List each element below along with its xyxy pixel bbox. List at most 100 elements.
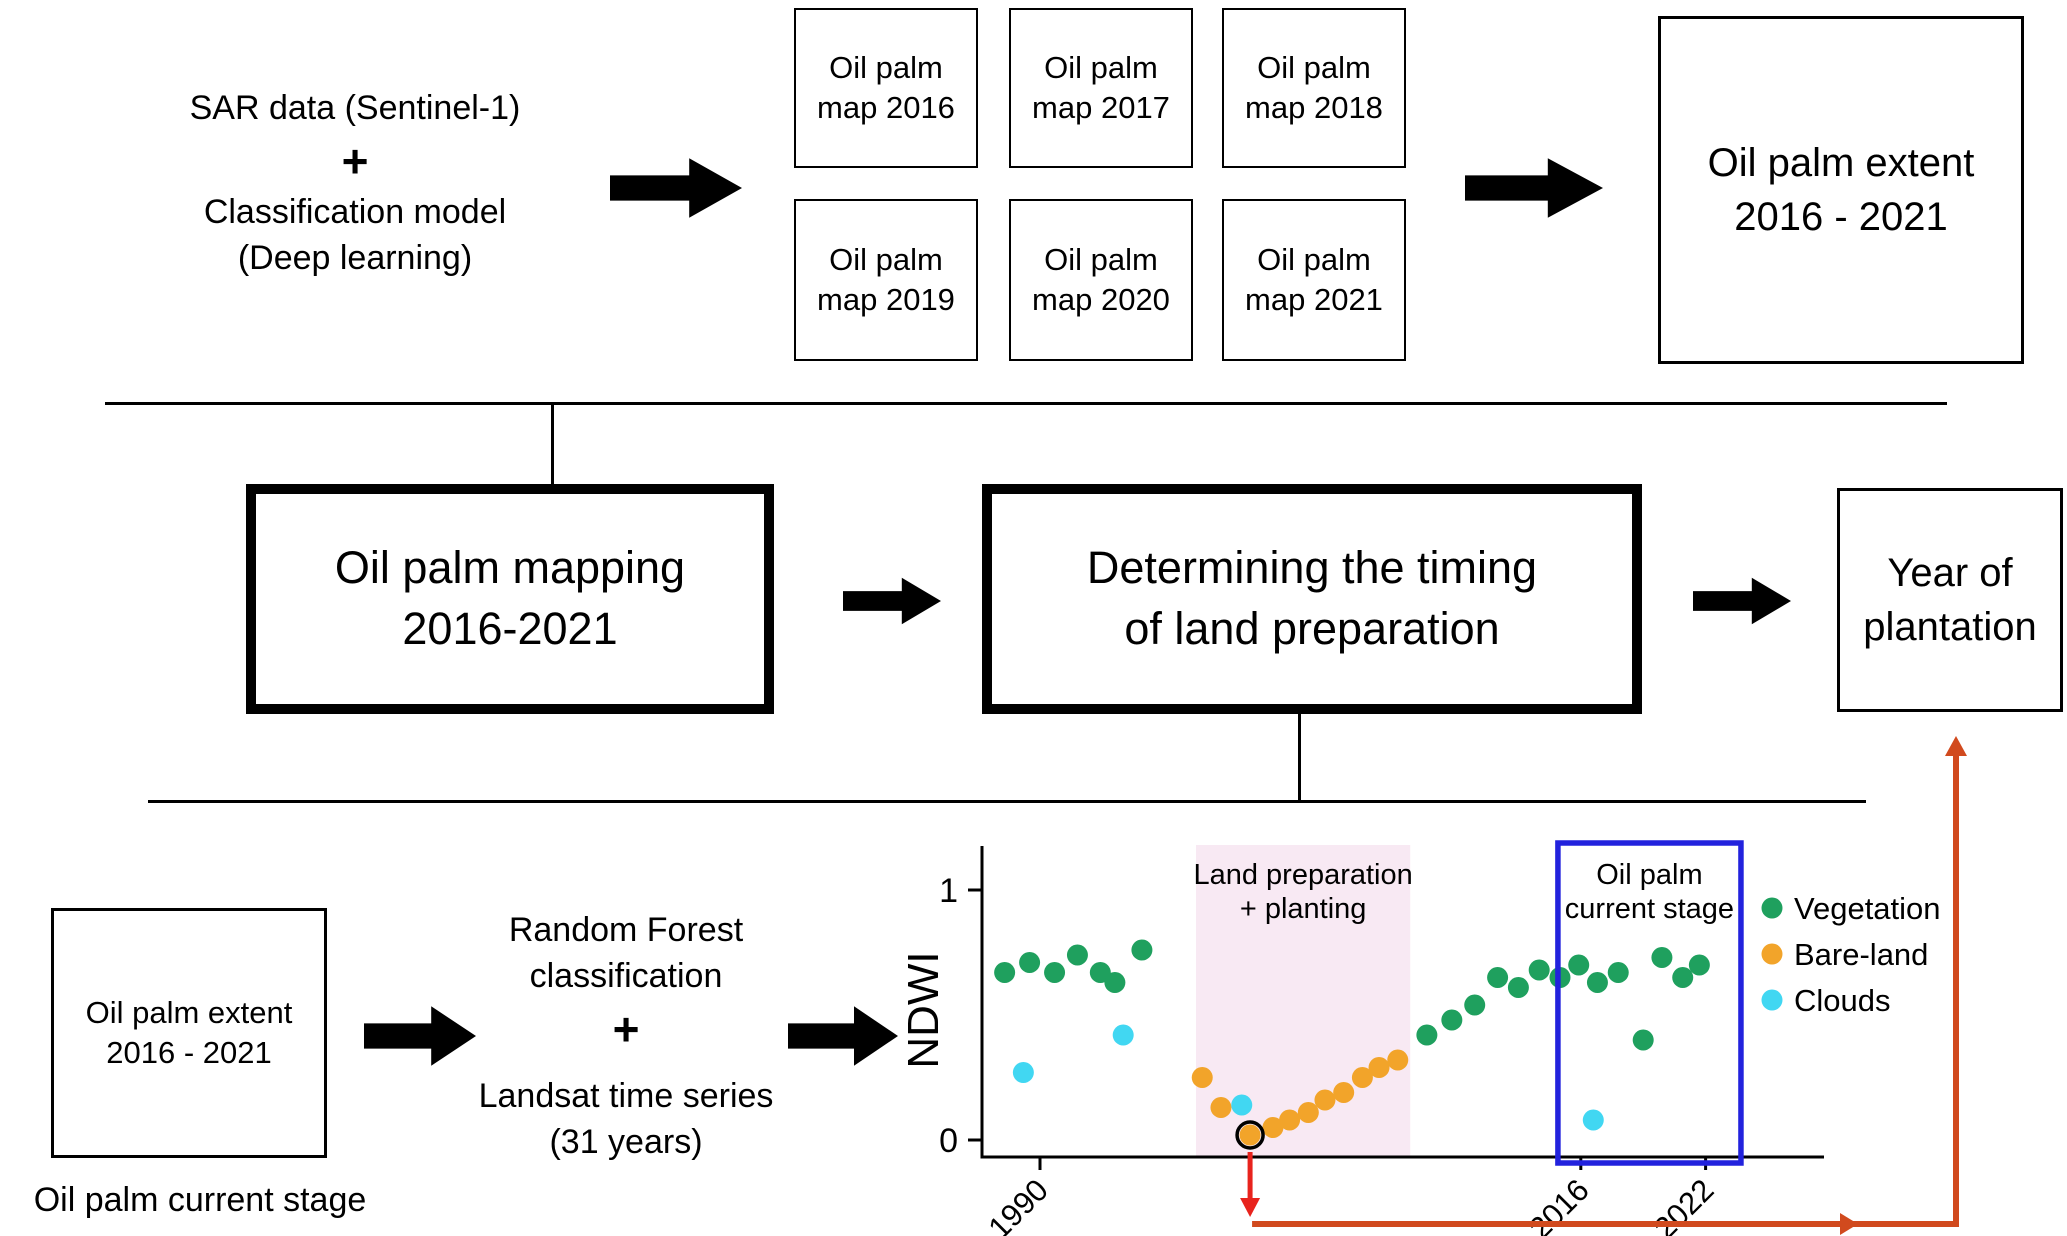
arrow-right-icon: [610, 158, 742, 218]
y-tick-label: 1: [939, 872, 958, 910]
current-stage-region: [1555, 840, 1744, 1166]
map-box-line: Oil palm: [829, 49, 943, 85]
classification-line: classification: [529, 956, 723, 995]
legend-dot-clouds: [1761, 989, 1783, 1011]
data-point-bare-land: [1368, 1057, 1390, 1078]
extent-line: 2016 - 2021: [106, 1035, 272, 1070]
year-feedback-arrow: [1252, 752, 1959, 1227]
extent-line: Oil palm extent: [1707, 141, 1975, 185]
current-stage-label: current stage: [1565, 893, 1734, 925]
chart-points: [994, 939, 1710, 1150]
arrow-shape: [843, 577, 941, 625]
data-point-clouds: [1112, 1024, 1134, 1046]
data-point-vegetation: [1044, 962, 1066, 983]
map-box-2016: Oil palm map 2016: [794, 8, 978, 168]
data-point-vegetation: [1464, 994, 1486, 1016]
data-point-clouds: [1582, 1109, 1604, 1131]
map-box-line: map 2019: [817, 282, 955, 317]
plus-icon: +: [612, 1002, 640, 1055]
mapping-line: 2016-2021: [402, 603, 618, 654]
timing-line: of land preparation: [1124, 603, 1500, 654]
land-prep-label: + planting: [1240, 893, 1367, 925]
arrow-shape: [1465, 158, 1603, 218]
timing-line: Determining the timing: [1086, 542, 1538, 594]
data-point-bare-land: [1279, 1109, 1301, 1131]
data-point-vegetation: [1441, 1009, 1463, 1031]
data-point-vegetation: [994, 962, 1016, 983]
separator-bottom: [148, 800, 1866, 803]
current-stage-caption: Oil palm current stage: [33, 1181, 367, 1219]
feedback-arrowhead-right: [1840, 1213, 1858, 1235]
data-point-vegetation: [1632, 1029, 1654, 1051]
sar-input-text: SAR data (Sentinel-1) + Classification m…: [135, 86, 575, 282]
land-prep-label: Land preparation: [1193, 859, 1412, 891]
data-point-vegetation: [1607, 962, 1629, 983]
chart-overlay: Land preparation+ planting Oil palmcurren…: [1193, 736, 1967, 1235]
data-point-vegetation: [1688, 954, 1710, 976]
arrow-right-icon: [1693, 577, 1791, 625]
data-point-bare-land: [1314, 1089, 1336, 1111]
oil-palm-extent-box-bottom: Oil palm extent 2016 - 2021: [51, 908, 327, 1158]
legend-dot-bare-land: [1761, 943, 1783, 965]
map-box-line: map 2016: [817, 90, 955, 125]
legend-label: Bare-land: [1794, 937, 1928, 972]
x-tick-label: 1990: [981, 1172, 1055, 1236]
map-box-2019: Oil palm map 2019: [794, 199, 978, 361]
map-box-line: map 2020: [1032, 282, 1170, 317]
current-stage-label: Oil palm: [1596, 859, 1702, 891]
map-box-line: Oil palm: [829, 241, 943, 277]
map-box-line: map 2021: [1245, 282, 1383, 317]
map-box-line: map 2017: [1032, 90, 1170, 125]
data-point-vegetation: [1528, 959, 1550, 981]
y-axis-label: NDWI: [899, 951, 948, 1068]
map-box-line: Oil palm: [1044, 49, 1158, 85]
data-point-clouds: [1231, 1094, 1253, 1116]
arrow-shape: [1693, 577, 1791, 625]
mapping-line: Oil palm mapping: [334, 542, 686, 594]
data-point-vegetation: [1019, 952, 1041, 973]
data-point-bare-land: [1387, 1049, 1409, 1071]
method-text: Random Forest classification + Landsat t…: [430, 908, 822, 1166]
connector-middle: [1298, 714, 1301, 802]
legend-label: Vegetation: [1794, 891, 1941, 926]
landsat-line: Landsat time series: [478, 1077, 774, 1116]
data-point-bare-land: [1210, 1097, 1232, 1118]
arrow-right-icon: [788, 1006, 898, 1066]
data-point-vegetation: [1066, 944, 1088, 966]
arrow-shape: [610, 158, 742, 218]
oil-palm-extent-box-top: Oil palm extent 2016 - 2021: [1658, 16, 2024, 364]
data-point-vegetation: [1104, 972, 1126, 993]
year-line: plantation: [1863, 605, 2037, 649]
extent-line: Oil palm extent: [85, 994, 293, 1030]
map-box-line: Oil palm: [1044, 241, 1158, 277]
arrow-right-icon: [1465, 158, 1603, 218]
oil-palm-mapping-box: Oil palm mapping 2016-2021: [246, 484, 774, 714]
chart-axes: [980, 846, 1824, 1159]
random-forest-line: Random Forest: [508, 911, 744, 949]
data-point-clouds: [1012, 1062, 1034, 1083]
timing-box: Determining the timing of land preparati…: [982, 484, 1642, 714]
min-point-arrowhead: [1240, 1198, 1261, 1217]
arrow-right-icon: [843, 577, 941, 625]
map-box-2020: Oil palm map 2020: [1009, 199, 1193, 361]
legend-dot-vegetation: [1761, 897, 1783, 919]
years-line: (31 years): [549, 1123, 703, 1162]
connector-top: [551, 405, 554, 484]
arrow-shape: [788, 1006, 898, 1066]
year-line: Year of: [1887, 551, 2013, 595]
data-point-vegetation: [1131, 939, 1153, 961]
feedback-arrowhead-up: [1945, 736, 1967, 756]
separator-top: [105, 402, 1947, 405]
data-point-vegetation: [1507, 977, 1529, 998]
map-box-line: map 2018: [1245, 90, 1383, 125]
deep-learning-line: (Deep learning): [237, 239, 473, 278]
data-point-vegetation: [1568, 954, 1590, 976]
data-point-bare-land: [1333, 1082, 1355, 1103]
data-point-vegetation: [1672, 967, 1694, 988]
map-box-2017: Oil palm map 2017: [1009, 8, 1193, 168]
arrow-right-icon: [364, 1006, 476, 1066]
data-point-vegetation: [1586, 972, 1608, 993]
arrow-shape: [364, 1006, 476, 1066]
